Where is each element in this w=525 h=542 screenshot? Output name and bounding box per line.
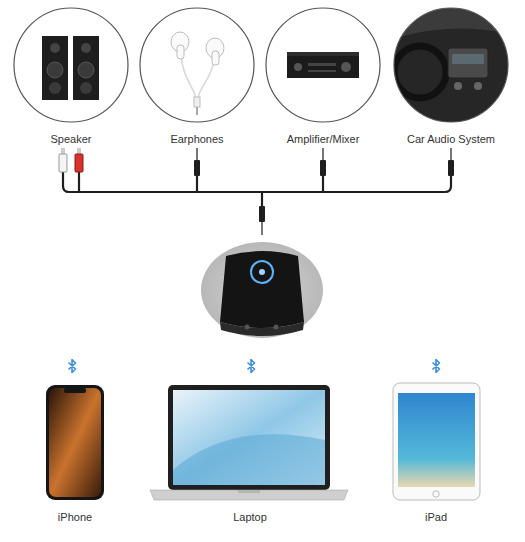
circle-outline bbox=[393, 7, 509, 123]
device-label: Earphones bbox=[170, 133, 223, 145]
speaker-picture bbox=[42, 36, 99, 100]
label-holder: Speaker bbox=[51, 129, 92, 147]
label-holder: Laptop bbox=[233, 507, 267, 525]
circle-border bbox=[394, 8, 508, 122]
circle-border bbox=[140, 8, 254, 122]
device-label: Laptop bbox=[233, 511, 267, 523]
earphones-node: Earphones bbox=[139, 7, 255, 123]
bluetooth-icon bbox=[433, 360, 440, 373]
device-label: iPad bbox=[425, 511, 447, 523]
circle-outline bbox=[139, 7, 255, 123]
car-dashboard-picture bbox=[390, 5, 515, 130]
rca-plugs bbox=[59, 148, 83, 172]
label-holder: Car Audio System bbox=[407, 129, 495, 147]
bluetooth-icon bbox=[69, 360, 76, 373]
label-holder: iPhone bbox=[58, 507, 92, 525]
laptop-node: Laptop bbox=[148, 383, 352, 502]
ipad-node: iPad bbox=[390, 381, 482, 502]
ipad-picture bbox=[393, 383, 480, 500]
amplifier-node: Amplifier/Mixer bbox=[265, 7, 381, 123]
amplifier-picture bbox=[287, 52, 359, 78]
car-audio-node: Car Audio System bbox=[393, 7, 509, 123]
circle-outline bbox=[13, 7, 129, 123]
device-label: Speaker bbox=[51, 133, 92, 145]
label-holder: iPad bbox=[425, 507, 447, 525]
iphone-node: iPhone bbox=[44, 383, 106, 502]
bluetooth-adapter-picture bbox=[201, 242, 323, 338]
earphones-picture bbox=[171, 32, 224, 115]
speaker-node: Speaker bbox=[13, 7, 129, 123]
circle-outline bbox=[265, 7, 381, 123]
laptop-picture bbox=[150, 385, 348, 500]
circle-border bbox=[14, 8, 128, 122]
label-holder: Earphones bbox=[170, 129, 223, 147]
bluetooth-icon bbox=[248, 360, 255, 373]
label-holder: Amplifier/Mixer bbox=[287, 129, 360, 147]
device-label: Car Audio System bbox=[407, 133, 495, 145]
circle-border bbox=[266, 8, 380, 122]
device-label: iPhone bbox=[58, 511, 92, 523]
jack-plugs bbox=[194, 148, 454, 235]
device-label: Amplifier/Mixer bbox=[287, 133, 360, 145]
iphone-picture bbox=[46, 385, 104, 500]
cable-wiring bbox=[63, 172, 451, 206]
